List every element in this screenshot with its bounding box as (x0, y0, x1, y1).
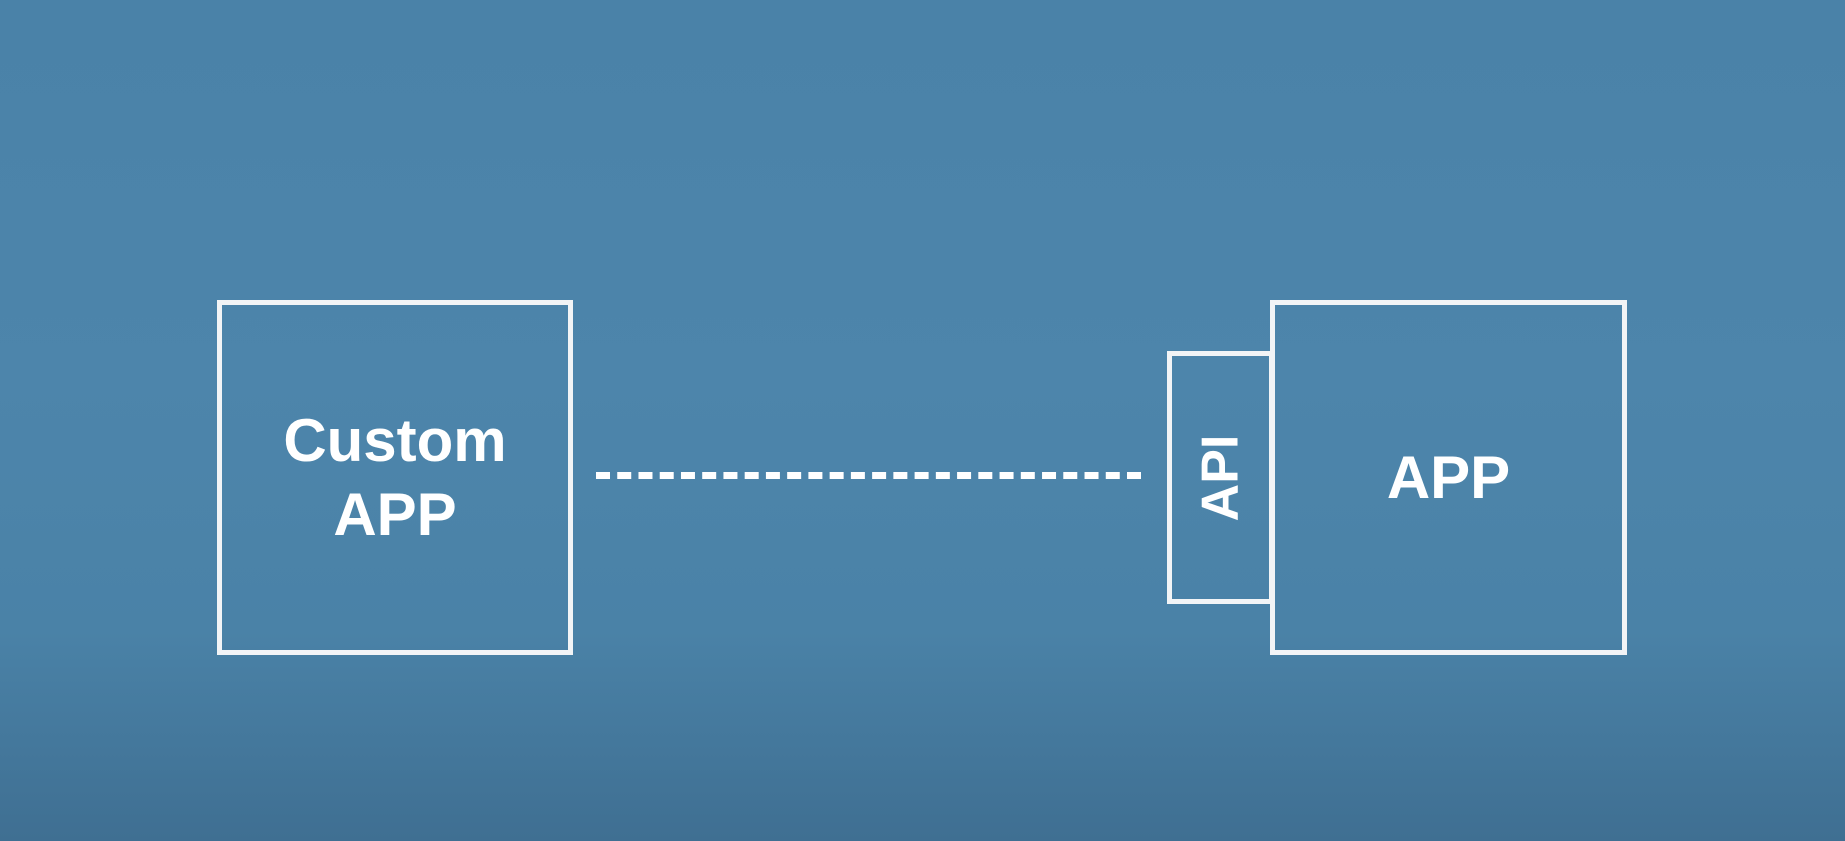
api-box: API (1167, 351, 1274, 604)
api-label: API (1191, 434, 1250, 521)
custom-app-label-line1: Custom (283, 406, 507, 474)
custom-app-label-line2: APP (333, 480, 457, 548)
app-label: APP (1386, 444, 1511, 511)
app-box: APP (1270, 300, 1627, 655)
custom-app-box: Custom APP (217, 300, 573, 655)
dotted-connector-line (596, 472, 1141, 479)
